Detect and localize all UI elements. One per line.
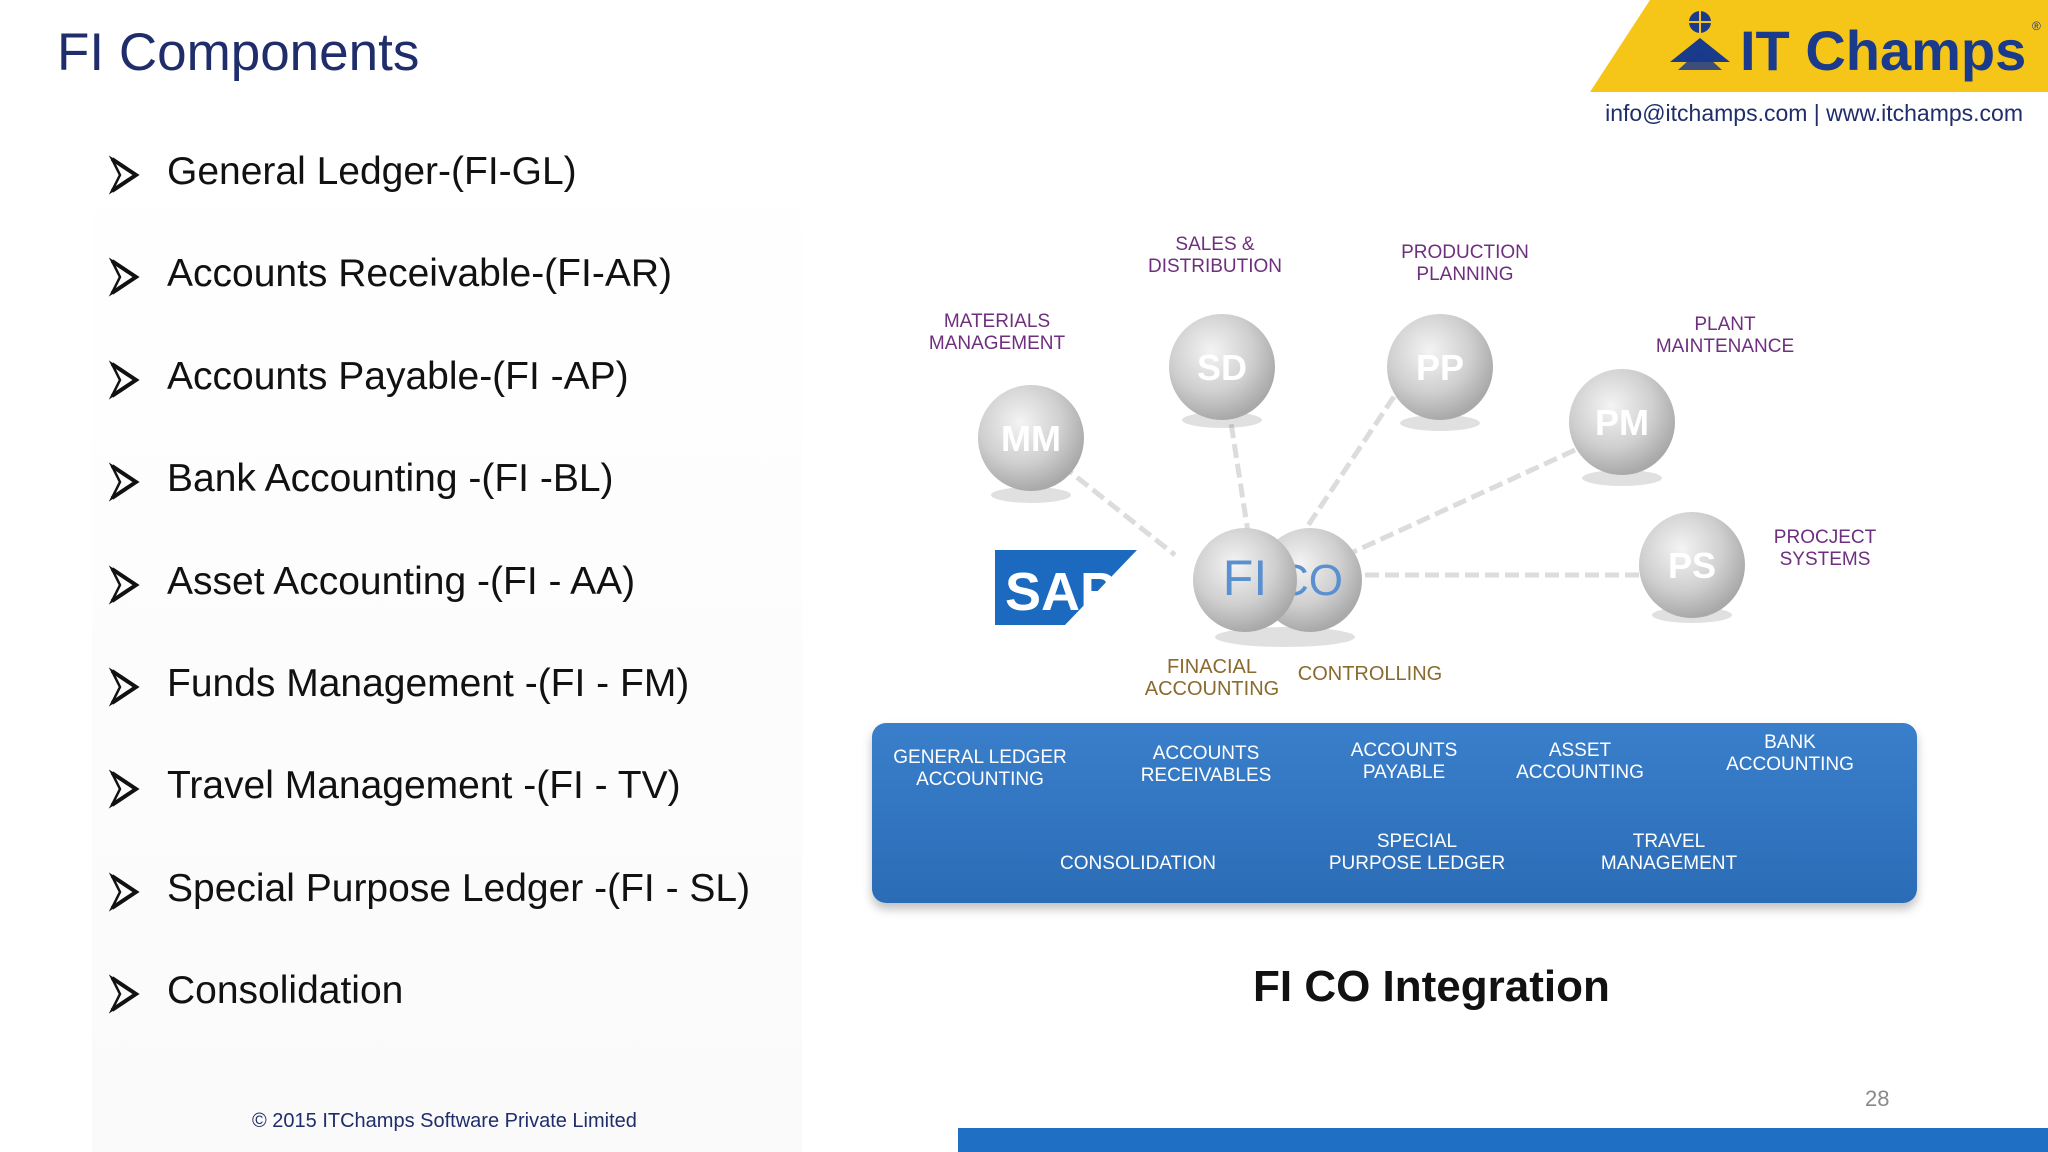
mm-bubble — [978, 385, 1084, 491]
globe-icon — [1689, 11, 1711, 33]
fi-label-line1: FINACIAL — [1167, 656, 1257, 678]
panel-item-bank: BANK ACCOUNTING — [1726, 732, 1854, 775]
panel-item-consolidation: CONSOLIDATION — [1060, 853, 1216, 874]
panel-item-ar: ACCOUNTS RECEIVABLES — [1140, 743, 1272, 786]
arrow-bullet-icon — [108, 872, 140, 912]
contact-info: info@itchamps.com | www.itchamps.com — [1605, 100, 2023, 126]
sd-label-line2: DISTRIBUTION — [1148, 256, 1282, 277]
fi-submodules-panel: GENERAL LEDGER ACCOUNTING ACCOUNTS RECEI… — [872, 723, 1917, 903]
list-item-label: Travel Management -(FI - TV) — [167, 764, 681, 808]
panel-item-travel: TRAVEL MANAGEMENT — [1600, 831, 1738, 874]
list-item-label: Special Purpose Ledger -(FI - SL) — [167, 866, 751, 910]
list-item-label: Funds Management -(FI - FM) — [167, 661, 690, 705]
list-item-label: Accounts Payable-(FI -AP) — [167, 354, 629, 398]
slide-title: FI Components — [57, 23, 420, 82]
arrow-bullet-icon — [108, 769, 140, 809]
list-item: Accounts Receivable-(FI-AR) — [108, 252, 750, 354]
sd-label-line1: SALES & — [1175, 234, 1255, 255]
fi-components-list: General Ledger-(FI-GL) Accounts Receivab… — [108, 150, 750, 1072]
fi-label-line2: ACCOUNTING — [1145, 678, 1279, 700]
arrow-bullet-icon — [108, 974, 140, 1014]
sap-modules-diagram: MM MATERIALS MANAGEMENT SD SALES & DISTR… — [929, 234, 1877, 700]
page-number: 28 — [1865, 1086, 1890, 1111]
copyright-notice: © 2015 ITChamps Software Private Limited — [252, 1110, 637, 1132]
pp-code: PP — [1416, 347, 1464, 388]
list-item: Accounts Payable-(FI -AP) — [108, 355, 750, 457]
panel-item-asset: ASSET ACCOUNTING — [1516, 740, 1644, 783]
pm-label-line2: MAINTENANCE — [1656, 336, 1794, 357]
svg-text:®: ® — [2032, 19, 2041, 33]
itchamps-logo: IT Champs ® — [1590, 0, 2048, 92]
pyramid-icon — [1670, 38, 1730, 70]
panel-item-spl: SPECIAL PURPOSE LEDGER — [1328, 831, 1506, 874]
diagram-caption: FI CO Integration — [1253, 962, 1610, 1011]
list-item: Special Purpose Ledger -(FI - SL) — [108, 867, 750, 969]
list-item: Travel Management -(FI - TV) — [108, 764, 750, 866]
list-item-label: Accounts Receivable-(FI-AR) — [167, 252, 672, 296]
arrow-bullet-icon — [108, 564, 140, 605]
list-item: Asset Accounting -(FI - AA) — [108, 560, 750, 662]
pm-code: PM — [1595, 402, 1649, 443]
mm-label-line1: MATERIALS — [944, 311, 1050, 332]
list-item: General Ledger-(FI-GL) — [108, 150, 750, 252]
arrow-bullet-icon — [108, 360, 140, 400]
pm-label-line1: PLANT — [1694, 314, 1756, 335]
list-item: Consolidation — [108, 969, 750, 1071]
pp-label-line1: PRODUCTION — [1401, 242, 1529, 263]
ps-code: PS — [1668, 545, 1716, 586]
left-panel-background — [92, 130, 802, 1152]
fi-code: FI — [1223, 550, 1267, 606]
list-item-label: Bank Accounting -(FI -BL) — [167, 457, 614, 501]
sap-logo: SAP — [995, 550, 1137, 625]
svg-text:SAP: SAP — [1005, 562, 1116, 622]
mm-code: MM — [1001, 418, 1061, 459]
arrow-bullet-icon — [108, 667, 140, 707]
panel-item-ap: ACCOUNTS PAYABLE — [1350, 740, 1458, 783]
fi-bubble — [1193, 528, 1297, 632]
arrow-bullet-icon — [108, 257, 140, 298]
mm-label-line2: MANAGEMENT — [929, 333, 1066, 354]
ps-bubble — [1639, 512, 1745, 618]
sd-bubble — [1169, 314, 1275, 420]
pm-bubble — [1569, 369, 1675, 475]
list-item: Bank Accounting -(FI -BL) — [108, 457, 750, 559]
co-label: CONTROLLING — [1298, 663, 1442, 685]
list-item-label: Consolidation — [167, 969, 404, 1013]
arrow-bullet-icon — [108, 155, 140, 195]
ps-label-line1: PROCJECT — [1774, 527, 1877, 548]
panel-item-gl: GENERAL LEDGER ACCOUNTING — [893, 747, 1067, 790]
list-item: Funds Management -(FI - FM) — [108, 662, 750, 764]
svg-text:IT Champs: IT Champs — [1740, 19, 2026, 82]
footer-bar — [958, 1128, 2048, 1152]
sd-code: SD — [1197, 347, 1247, 388]
list-item-label: Asset Accounting -(FI - AA) — [167, 559, 636, 603]
pp-label-line2: PLANNING — [1416, 264, 1513, 285]
list-item-label: General Ledger-(FI-GL) — [167, 150, 577, 193]
arrow-bullet-icon — [108, 462, 140, 502]
pp-bubble — [1387, 314, 1493, 420]
ps-label-line2: SYSTEMS — [1780, 549, 1871, 570]
